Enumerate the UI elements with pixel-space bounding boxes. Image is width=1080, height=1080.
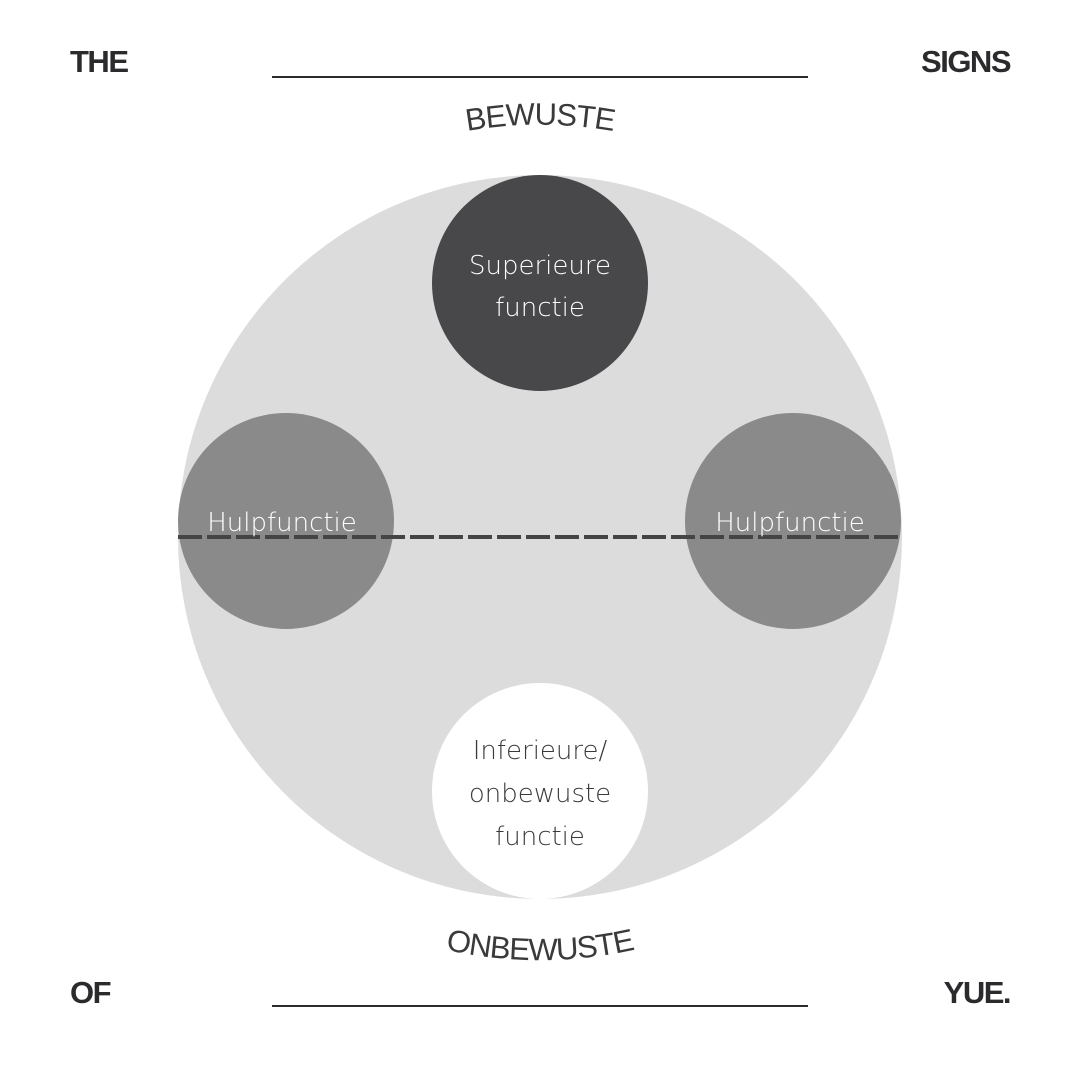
unconscious-arc-label: ONBEWUSTE [444, 922, 637, 967]
auxiliary-right-circle [685, 413, 901, 629]
corner-text-signs: SIGNS [921, 44, 1011, 79]
superior-label-line2: functie [495, 293, 585, 323]
superior-function-circle [432, 175, 648, 391]
top-rule [272, 76, 808, 78]
inferior-label-line3: functie [495, 822, 585, 852]
inferior-label-line2: onbewuste [469, 779, 611, 809]
inferior-function-circle [432, 683, 648, 899]
conscious-arc-label: BEWUSTE [463, 96, 617, 137]
superior-label-line1: Superieure [469, 251, 611, 281]
corner-text-the: THE [70, 44, 129, 79]
auxiliary-left-label: Hulpfunctie [207, 508, 357, 538]
corner-text-of: OF [70, 975, 112, 1010]
auxiliary-left-circle [178, 413, 394, 629]
corner-text-yue: YUE. [943, 975, 1012, 1010]
bottom-rule [272, 1005, 808, 1007]
inferior-label-line1: Inferieure/ [473, 736, 608, 766]
auxiliary-right-label: Hulpfunctie [715, 508, 865, 538]
